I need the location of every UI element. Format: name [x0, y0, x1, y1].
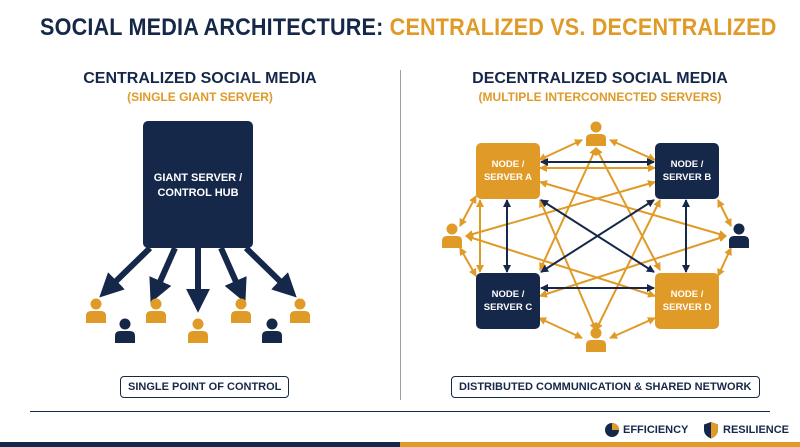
user-icon [262, 318, 282, 343]
node-b-box [655, 143, 719, 199]
giant-server-label-1: GIANT SERVER / [154, 172, 242, 184]
bottom-accent-bar [0, 442, 800, 447]
user-icon [146, 298, 166, 323]
connection [717, 199, 732, 227]
arrow [99, 245, 153, 298]
connection [539, 147, 597, 271]
node-c-label-1: NODE / [492, 289, 525, 300]
title-part-1: SOCIAL MEDIA ARCHITECTURE: [40, 14, 390, 41]
decentralized-title: DECENTRALIZED SOCIAL MEDIA [472, 70, 728, 87]
arrow [218, 246, 247, 303]
user-icon [586, 327, 606, 352]
giant-server-box [143, 121, 253, 248]
navy-connections [503, 158, 690, 292]
user-icon [188, 318, 208, 343]
node-a-label-1: NODE / [492, 159, 525, 170]
footer-divider [30, 411, 770, 412]
centralized-caption: SINGLE POINT OF CONTROL [120, 376, 290, 398]
node-d-box [655, 273, 719, 329]
connection [459, 247, 477, 277]
user-icon [729, 223, 749, 248]
connection [538, 317, 583, 339]
panel-divider [400, 70, 401, 400]
giant-server-label-2: CONTROL HUB [157, 187, 238, 199]
connection [539, 199, 597, 331]
connection [609, 317, 656, 339]
connection [717, 247, 732, 277]
connection [595, 147, 661, 271]
node-d-label-2: SERVER D [663, 302, 712, 313]
node-b-label-1: NODE / [671, 159, 704, 170]
connection [538, 139, 583, 161]
user-icon [115, 318, 135, 343]
node-a-box [476, 143, 540, 199]
node-c-label-2: SERVER C [484, 302, 533, 313]
node-d-label-1: NODE / [671, 289, 704, 300]
connection [609, 139, 656, 161]
legend-efficiency-label: EFFICIENCY [623, 424, 689, 436]
node-a-label-2: SERVER A [484, 172, 532, 183]
title-part-2: CENTRALIZED VS. DECENTRALIZED [389, 14, 777, 41]
decentralized-subtitle: (MULTIPLE INTERCONNECTED SERVERS) [478, 90, 722, 104]
user-icon [86, 298, 106, 323]
decentralized-caption: DISTRIBUTED COMMUNICATION & SHARED NETWO… [451, 376, 760, 398]
efficiency-icon [605, 423, 619, 437]
decentralized-diagram: NODE / SERVER A NODE / SERVER B NODE / S… [442, 121, 749, 352]
legend-efficiency: EFFICIENCY [623, 421, 688, 439]
arrow [243, 245, 297, 298]
user-icon [586, 121, 606, 146]
legend-resilience-label: RESILIENCE [723, 424, 790, 436]
users-group [86, 298, 310, 343]
node-c-box [476, 273, 540, 329]
connection [595, 199, 661, 331]
centralized-subtitle: (SINGLE GIANT SERVER) [127, 90, 273, 104]
user-icon [231, 298, 251, 323]
user-icon [290, 298, 310, 323]
shield-icon [704, 422, 718, 439]
page-title: SOCIAL MEDIA ARCHITECTURE: CENTRALIZED V… [40, 14, 776, 42]
user-icon [442, 223, 462, 248]
node-b-label-2: SERVER B [663, 172, 712, 183]
connection [459, 195, 477, 227]
arrow [149, 246, 178, 303]
centralized-title: CENTRALIZED SOCIAL MEDIA [83, 70, 317, 87]
centralized-diagram: GIANT SERVER / CONTROL HUB [86, 121, 310, 343]
broadcast-arrows [99, 245, 297, 313]
legend-resilience: RESILIENCE [723, 421, 789, 439]
connection [540, 199, 655, 273]
